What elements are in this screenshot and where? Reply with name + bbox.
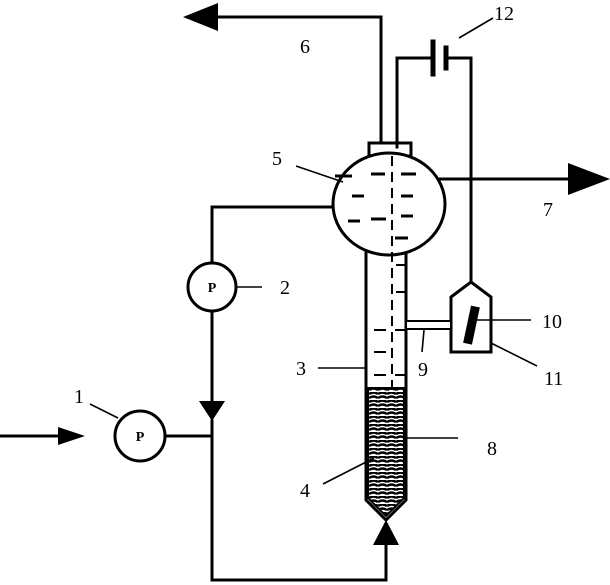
electrode-wire <box>395 56 435 149</box>
label-9: 9 <box>418 359 428 381</box>
power-wire <box>444 56 473 284</box>
separator-liquid <box>335 172 416 240</box>
label-3: 3 <box>296 358 306 380</box>
feed-arrowhead <box>58 427 85 445</box>
leader-5 <box>295 165 344 183</box>
separator-5 <box>331 151 447 257</box>
label-6: 6 <box>300 36 310 58</box>
battery-12 <box>430 39 449 77</box>
column-inlet-arrowhead <box>373 520 399 545</box>
junction-arrowhead <box>199 401 225 421</box>
leader-1 <box>89 403 119 419</box>
column-feed-line <box>210 419 388 582</box>
column-scale <box>374 264 406 376</box>
label-11: 11 <box>544 368 563 390</box>
pump-1 <box>113 409 167 463</box>
outlet-line-6 <box>210 15 383 146</box>
electrode-10 <box>463 305 480 345</box>
label-12: 12 <box>494 3 514 25</box>
pump-1-label: P <box>136 430 145 445</box>
label-5: 5 <box>272 148 282 170</box>
label-2: 2 <box>280 277 290 299</box>
label-7: 7 <box>543 199 553 221</box>
label-1: 1 <box>74 386 84 408</box>
pump-2 <box>186 261 238 313</box>
label-10: 10 <box>542 311 562 333</box>
outlet-7-arrowhead <box>568 163 610 195</box>
leader-4 <box>322 457 375 485</box>
leader-12 <box>458 17 494 39</box>
leader-11 <box>490 342 538 367</box>
column-3 <box>364 248 408 523</box>
recycle-line <box>210 205 334 266</box>
outlet-6-arrowhead <box>183 3 218 31</box>
leader-9 <box>421 329 425 353</box>
pump-2-label: P <box>208 281 217 296</box>
salt-bridge-9 <box>405 320 452 330</box>
packing-bed-4 <box>367 387 405 518</box>
label-8: 8 <box>487 438 497 460</box>
label-4: 4 <box>300 480 310 502</box>
